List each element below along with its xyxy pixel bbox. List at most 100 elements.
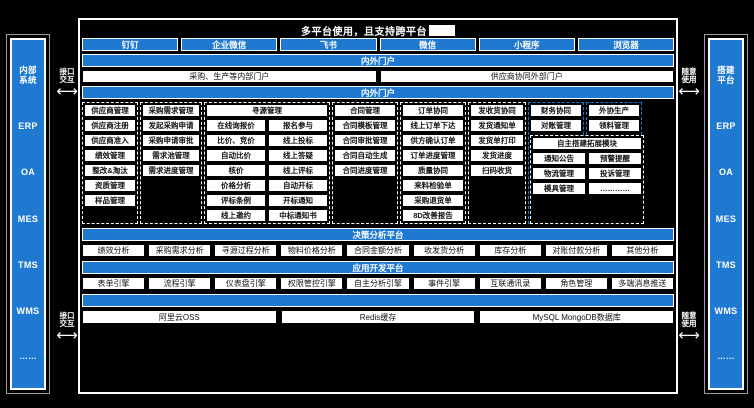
decision-item-6[interactable]: 库存分析: [478, 244, 542, 257]
module-item[interactable]: 线上邀约: [206, 209, 266, 222]
left-rail-item-5[interactable]: WMS: [16, 306, 40, 317]
module-item[interactable]: 合同审批管理: [334, 134, 396, 147]
module-item[interactable]: 开标通知: [268, 194, 328, 207]
module-item[interactable]: 评标条例: [206, 194, 266, 207]
module-item[interactable]: 需求池管理: [142, 149, 200, 162]
left-rail-item-2[interactable]: OA: [20, 167, 36, 178]
right-rail-item-3[interactable]: MES: [715, 213, 737, 224]
module-item[interactable]: 发起采购申请: [142, 119, 200, 132]
module-header[interactable]: 寻源管理: [206, 104, 328, 117]
decision-item-4[interactable]: 合同金额分析: [346, 244, 410, 257]
module-item[interactable]: 领料管理: [588, 119, 640, 132]
module-header[interactable]: 发收货协同: [470, 104, 524, 117]
app-item-1[interactable]: 流程引擎: [148, 277, 212, 290]
module-item[interactable]: 订单进度管理: [402, 149, 464, 162]
module-item[interactable]: 资质管理: [84, 179, 136, 192]
module-item[interactable]: 核价: [206, 164, 266, 177]
decision-item-5[interactable]: 收发货分析: [412, 244, 476, 257]
module-item[interactable]: 供应商注册: [84, 119, 136, 132]
left-rail-item-6[interactable]: ……: [19, 351, 37, 362]
module-item[interactable]: 发货通知单: [470, 119, 524, 132]
platform-button-2[interactable]: 飞书: [280, 38, 377, 51]
app-item-4[interactable]: 自主分析引擎: [346, 277, 410, 290]
module-item[interactable]: 发货单打印: [470, 134, 524, 147]
module-item[interactable]: 采购申请审批: [142, 134, 200, 147]
module-header[interactable]: 财务协同: [530, 104, 582, 117]
module-item[interactable]: 8D改善报告: [402, 209, 464, 222]
module-item[interactable]: 采购退货单: [402, 194, 464, 207]
platform-button-3[interactable]: 微信: [379, 38, 476, 51]
module-item[interactable]: 线上评标: [268, 164, 328, 177]
infrastructure-item-1[interactable]: Redis缓存: [280, 310, 476, 324]
decision-item-8[interactable]: 其他分析: [610, 244, 674, 257]
module-header[interactable]: 采购需求管理: [142, 104, 200, 117]
platform-button-0[interactable]: 钉钉: [82, 38, 179, 51]
platform-button-4[interactable]: 小程序: [478, 38, 575, 51]
right-rail-item-5[interactable]: WMS: [714, 306, 738, 317]
module-item[interactable]: 合同自动生成: [334, 149, 396, 162]
module-item[interactable]: 自动开标: [268, 179, 328, 192]
module-item[interactable]: 在线询报价: [206, 119, 266, 132]
platform-button-5[interactable]: 浏览器: [577, 38, 675, 51]
left-rail-item-1[interactable]: ERP: [18, 121, 38, 132]
module-item[interactable]: 质量协同: [402, 164, 464, 177]
right-rail-item-1[interactable]: ERP: [716, 121, 736, 132]
right-rail-item-6[interactable]: ……: [717, 351, 735, 362]
module-item[interactable]: 绩效管理: [84, 149, 136, 162]
module-item[interactable]: 合同模板管理: [334, 119, 396, 132]
portal-segment-0[interactable]: 采购、生产等内部门户: [82, 70, 377, 83]
module-item[interactable]: 整改&淘汰: [84, 164, 136, 177]
right-rail-item-2[interactable]: OA: [718, 167, 734, 178]
extension-item[interactable]: 预警提醒: [588, 152, 642, 165]
infrastructure-item-2[interactable]: MySQL MongoDB数据库: [479, 310, 675, 324]
module-item[interactable]: 价格分析: [206, 179, 266, 192]
app-item-5[interactable]: 事件引擎: [412, 277, 476, 290]
module-item[interactable]: 对账管理: [530, 119, 582, 132]
module-item[interactable]: 扫码收货: [470, 164, 524, 177]
module-item[interactable]: 比价、竞价: [206, 134, 266, 147]
module-header[interactable]: 供应商管理: [84, 104, 136, 117]
portal-segment-1[interactable]: 供应商协同外部门户: [379, 70, 674, 83]
extension-item[interactable]: 通知公告: [532, 152, 586, 165]
module-item[interactable]: 线上投标: [268, 134, 328, 147]
extension-item[interactable]: 投诉管理: [588, 167, 642, 180]
module-item[interactable]: 供方确认订单: [402, 134, 464, 147]
app-item-3[interactable]: 权限管控引擎: [280, 277, 344, 290]
module-item[interactable]: 报名参与: [268, 119, 328, 132]
right-rail-item-4[interactable]: TMS: [716, 259, 736, 270]
module-header[interactable]: 合同管理: [334, 104, 396, 117]
left-rail-item-0[interactable]: 内部系统: [19, 64, 37, 85]
extension-header[interactable]: 自主搭建拓展模块: [532, 137, 642, 150]
platform-button-1[interactable]: 企业微信: [181, 38, 278, 51]
left-rail-item-3[interactable]: MES: [17, 213, 39, 224]
app-item-7[interactable]: 角色管理: [544, 277, 608, 290]
module-item[interactable]: 供应商准入: [84, 134, 136, 147]
module-item[interactable]: 中标通知书: [268, 209, 328, 222]
right-rail-item-0[interactable]: 搭建平台: [717, 64, 735, 85]
app-item-6[interactable]: 互联通讯录: [478, 277, 542, 290]
extension-item[interactable]: …………: [588, 182, 642, 195]
decision-item-7[interactable]: 对账付款分析: [544, 244, 608, 257]
app-item-8[interactable]: 多端消息推送: [610, 277, 674, 290]
module-item[interactable]: 来料检验单: [402, 179, 464, 192]
module-header[interactable]: 订单协同: [402, 104, 464, 117]
decision-item-3[interactable]: 物料价格分析: [280, 244, 344, 257]
module-item[interactable]: 线上订单下达: [402, 119, 464, 132]
module-item[interactable]: 发货进度: [470, 149, 524, 162]
extension-item[interactable]: 物流管理: [532, 167, 586, 180]
decision-item-1[interactable]: 采购需求分析: [148, 244, 212, 257]
decision-item-2[interactable]: 寻源过程分析: [214, 244, 278, 257]
module-header[interactable]: 外协生产: [588, 104, 640, 117]
module-item[interactable]: 线上答疑: [268, 149, 328, 162]
left-rail-item-4[interactable]: TMS: [18, 259, 38, 270]
app-item-0[interactable]: 表单引擎: [82, 277, 146, 290]
module-item[interactable]: 合同进度管理: [334, 164, 396, 177]
module-column-订单协同: 订单协同线上订单下达供方确认订单订单进度管理质量协同来料检验单采购退货单 8D改善…: [400, 102, 466, 224]
module-item[interactable]: 样品管理: [84, 194, 136, 207]
app-item-2[interactable]: 仪表盘引擎: [214, 277, 278, 290]
module-item[interactable]: 需求进度管理: [142, 164, 200, 177]
infrastructure-item-0[interactable]: 阿里云OSS: [82, 310, 277, 324]
extension-item[interactable]: 模具管理: [532, 182, 586, 195]
decision-item-0[interactable]: 绩效分析: [82, 244, 146, 257]
module-item[interactable]: 自动比价: [206, 149, 266, 162]
